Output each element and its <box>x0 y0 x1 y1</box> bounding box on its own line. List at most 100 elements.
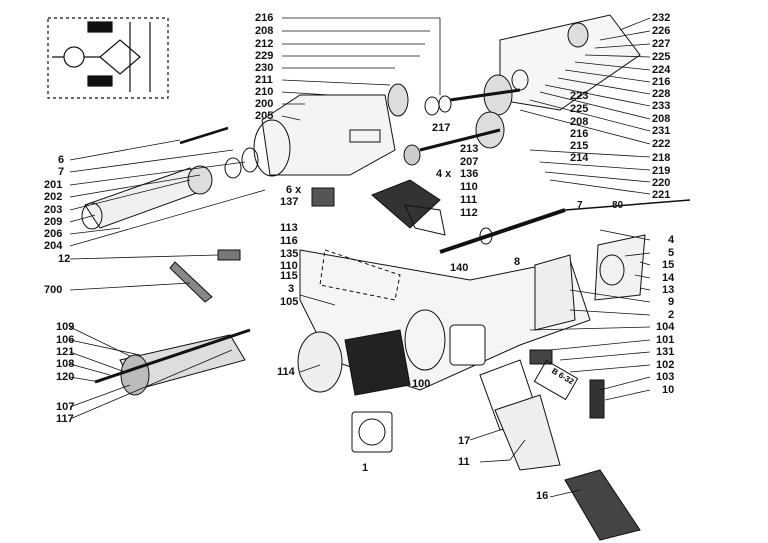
label-108: 108 <box>56 358 75 370</box>
label-plate-12 <box>217 249 241 261</box>
label-207: 207 <box>460 156 479 168</box>
label-115: 115 <box>280 270 298 282</box>
label-8: 8 <box>514 256 521 268</box>
label-211: 211 <box>255 74 273 86</box>
label-202: 202 <box>44 191 63 203</box>
label-231: 231 <box>652 125 671 137</box>
label-217: 217 <box>432 122 451 134</box>
motor-field <box>297 329 411 396</box>
label-227: 227 <box>652 38 671 50</box>
label-232: 232 <box>652 12 671 24</box>
label-12: 12 <box>58 253 71 265</box>
wrench-700 <box>169 261 213 303</box>
label-137: 137 <box>280 196 299 208</box>
label-109: 109 <box>56 321 75 333</box>
label-214: 214 <box>570 152 589 164</box>
label-223: 223 <box>570 90 589 102</box>
feed-screw-8 <box>439 208 566 254</box>
label-106: 106 <box>56 334 75 346</box>
label-105: 105 <box>280 296 299 308</box>
label-104: 104 <box>656 321 675 333</box>
label-117: 117 <box>56 413 74 425</box>
label-15: 15 <box>662 259 675 271</box>
label-225b: 225 <box>570 103 589 115</box>
label-230: 230 <box>255 62 274 74</box>
label-201: 201 <box>44 179 63 191</box>
label-100: 100 <box>412 378 431 390</box>
spindle-assembly <box>81 147 259 230</box>
label-221: 221 <box>652 189 671 201</box>
label-102: 102 <box>656 359 675 371</box>
label-4: 4 <box>668 234 675 246</box>
label-200: 200 <box>255 98 274 110</box>
label-11: 11 <box>458 456 470 468</box>
label-226: 226 <box>652 25 671 37</box>
label-110: 110 <box>460 181 478 193</box>
label-229: 229 <box>255 50 274 62</box>
label-204: 204 <box>44 240 63 252</box>
label-inset-80: 80 <box>612 200 624 211</box>
label-222: 222 <box>652 138 671 150</box>
rod-80 <box>564 199 691 211</box>
label-216: 216 <box>255 12 274 24</box>
label-103: 103 <box>656 371 675 383</box>
label-120: 120 <box>56 371 75 383</box>
label-3: 3 <box>288 283 295 295</box>
gear-cluster <box>403 74 521 166</box>
label-216b: 216 <box>652 76 671 88</box>
label-113: 113 <box>280 222 298 234</box>
extraction-hose <box>479 359 641 541</box>
gearbox-housing <box>253 94 396 177</box>
label-208b: 208 <box>652 113 671 125</box>
label-17: 17 <box>458 435 471 447</box>
label-218: 218 <box>652 152 671 164</box>
label-215: 215 <box>570 140 589 152</box>
label-228: 228 <box>652 88 671 100</box>
label-114: 114 <box>277 366 295 378</box>
label-6x: 6 x <box>286 184 302 196</box>
label-14: 14 <box>662 272 675 284</box>
label-216c: 216 <box>570 128 589 140</box>
label-219: 219 <box>652 165 671 177</box>
label-213: 213 <box>460 143 479 155</box>
switch-area <box>311 179 446 236</box>
label-111: 111 <box>460 194 478 206</box>
label-107: 107 <box>56 401 75 413</box>
end-cap <box>534 234 646 331</box>
label-5: 5 <box>668 247 675 259</box>
label-210: 210 <box>255 86 274 98</box>
label-6: 6 <box>58 154 65 166</box>
label-224: 224 <box>652 64 671 76</box>
label-116: 116 <box>280 235 298 247</box>
label-700: 700 <box>44 284 63 296</box>
label-233: 233 <box>652 100 671 112</box>
label-16: 16 <box>536 490 549 502</box>
flange-1 <box>351 411 393 453</box>
label-2: 2 <box>668 309 675 321</box>
label-13: 13 <box>662 284 675 296</box>
label-131: 131 <box>656 346 675 358</box>
label-203: 203 <box>44 204 63 216</box>
armature <box>94 328 251 396</box>
label-110b: 110 <box>280 260 298 272</box>
label-209: 209 <box>44 216 63 228</box>
label-225: 225 <box>652 51 671 63</box>
label-112: 112 <box>460 207 478 219</box>
label-9: 9 <box>668 296 675 308</box>
plate <box>533 359 579 401</box>
gear-210 <box>387 83 409 117</box>
label-136: 136 <box>460 168 479 180</box>
label-7: 7 <box>58 166 65 178</box>
bearing-229 <box>424 95 452 116</box>
plate-text: B 6-32 <box>550 366 576 386</box>
label-220: 220 <box>652 177 671 189</box>
screw-6 <box>179 126 229 145</box>
label-208c: 208 <box>570 116 589 128</box>
label-1: 1 <box>362 462 369 474</box>
label-140: 140 <box>450 262 469 274</box>
label-10: 10 <box>662 384 675 396</box>
label-121: 121 <box>56 346 75 358</box>
label-205: 205 <box>255 110 274 122</box>
